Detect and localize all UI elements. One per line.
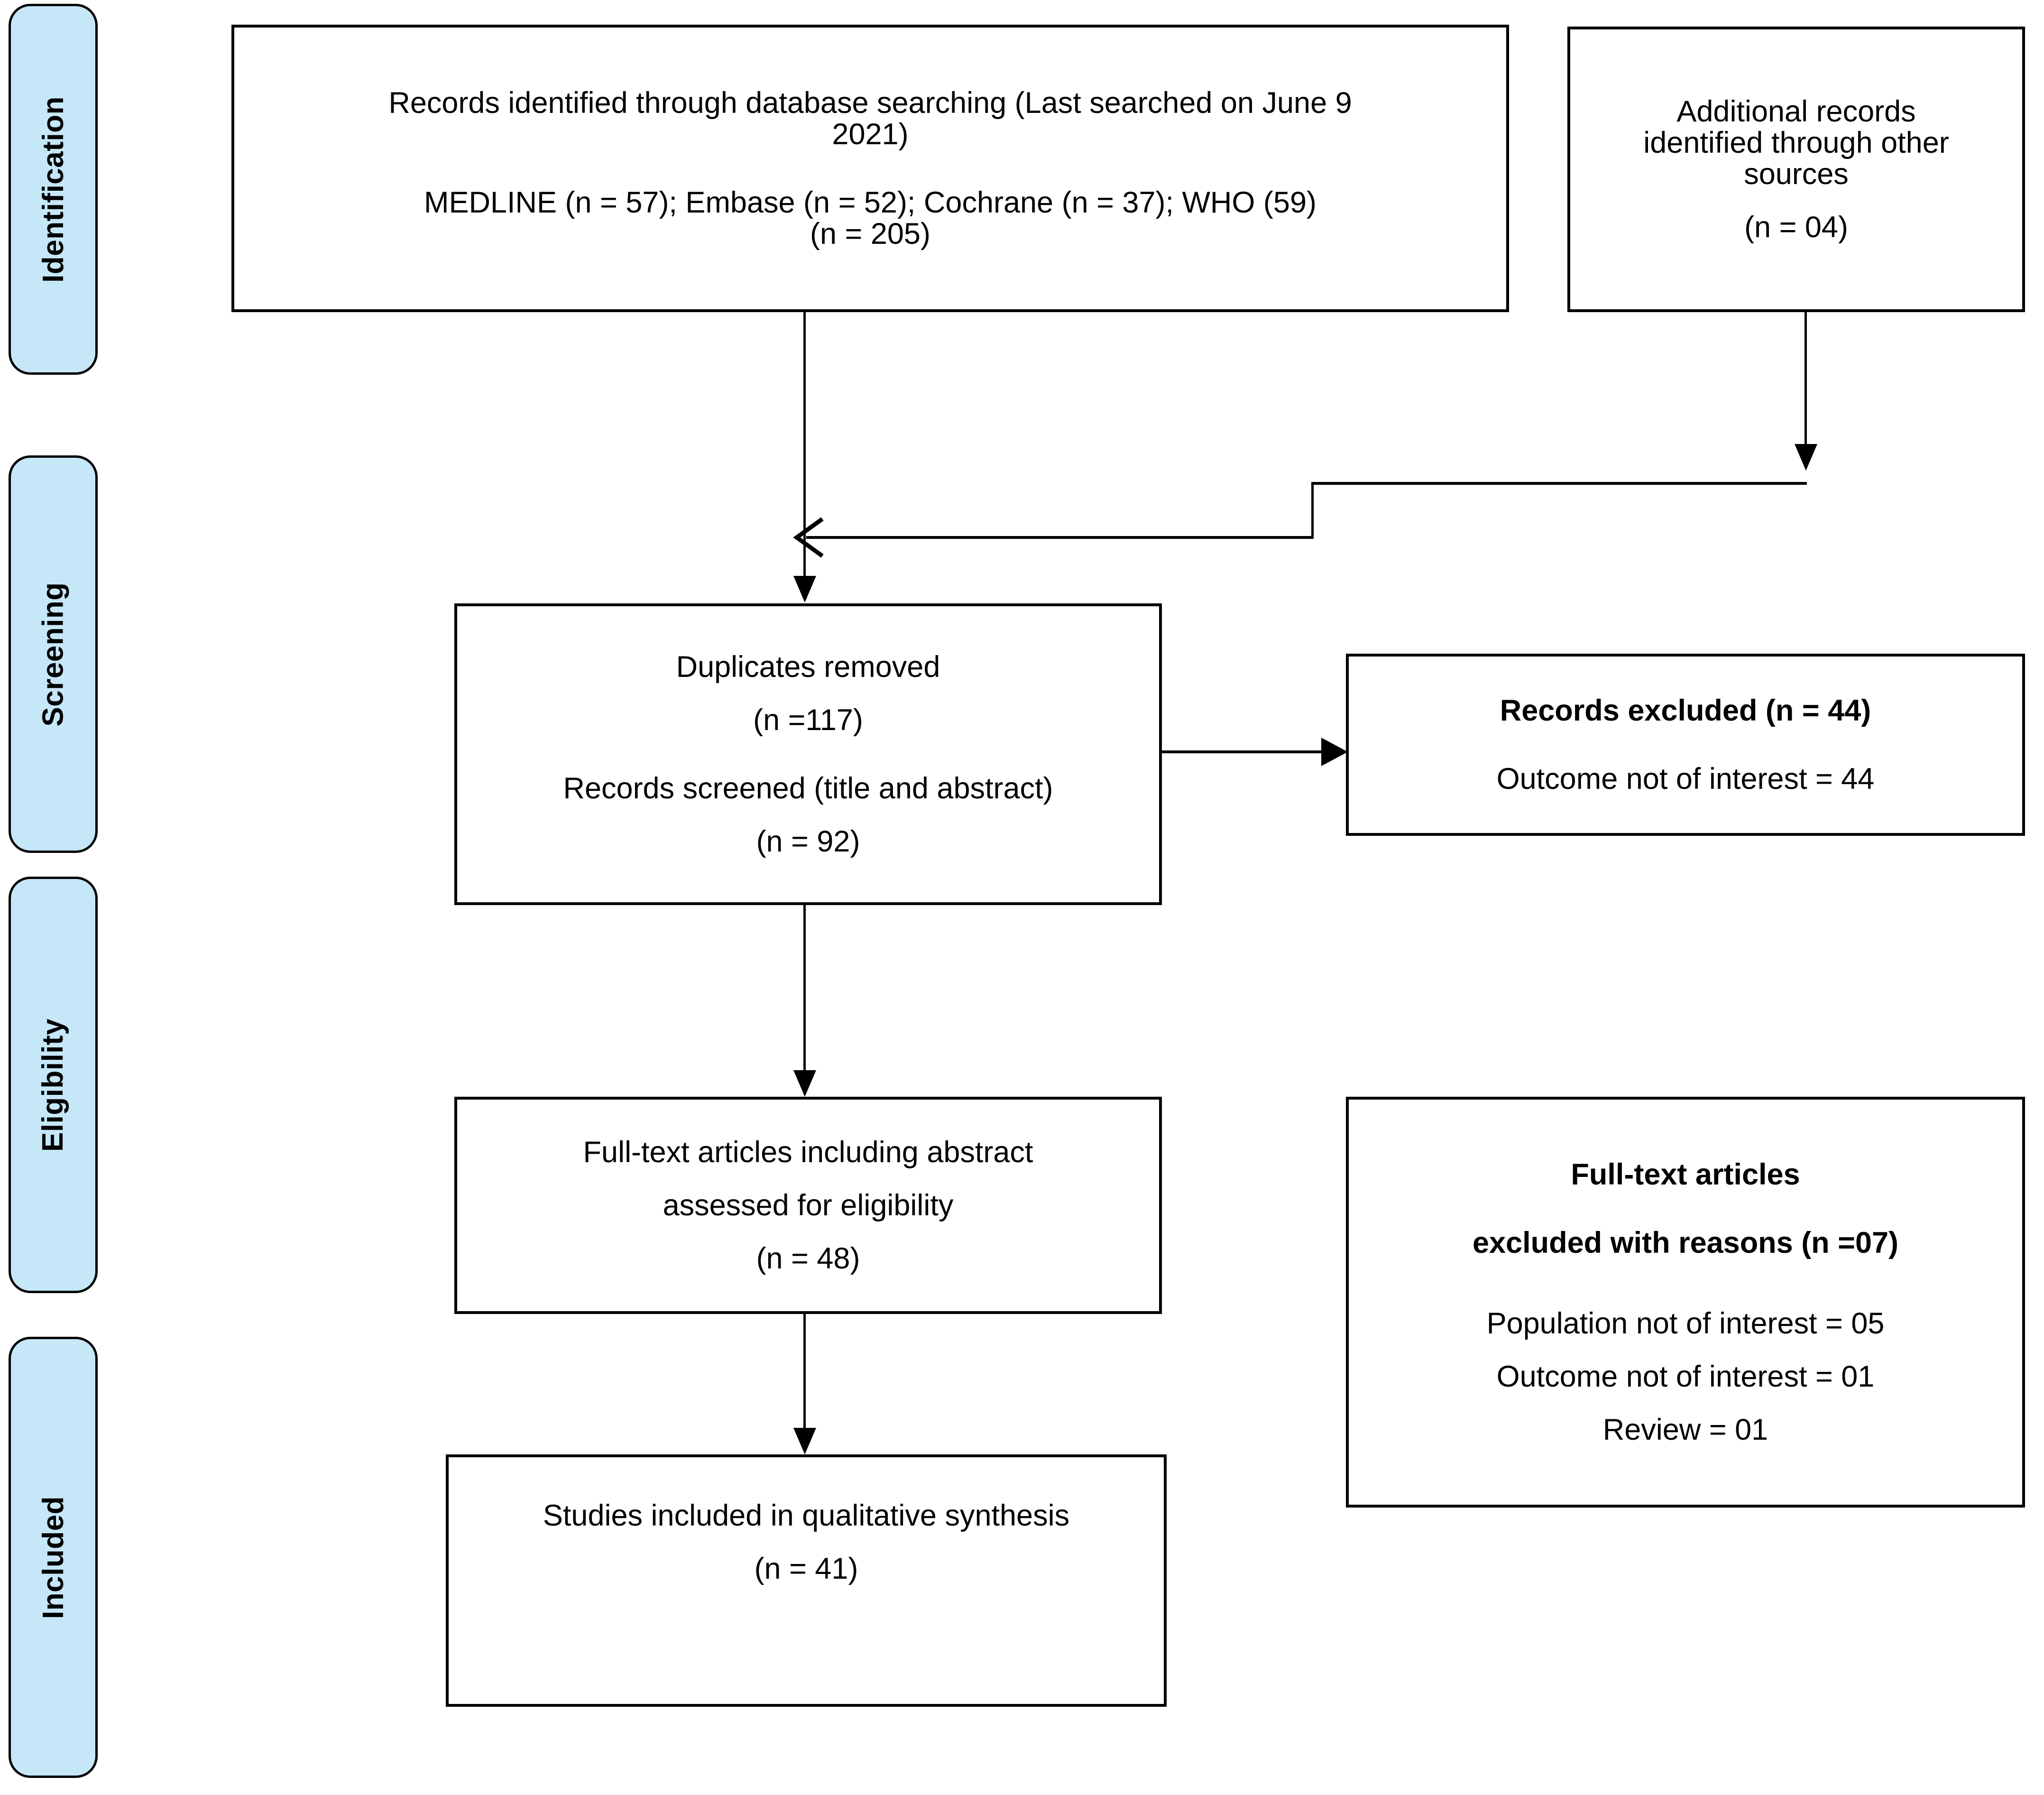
records-identified-line-3: MEDLINE (n = 57); Embase (n = 52); Cochr… xyxy=(424,186,1317,219)
phase-screening-label: Screening xyxy=(37,582,70,727)
box-fulltext-assessed: Full-text articles including abstract as… xyxy=(454,1097,1162,1314)
arrowhead-additional-down xyxy=(1795,444,1817,471)
records-screened-count: (n = 92) xyxy=(756,825,860,859)
fulltext-assessed-count: (n = 48) xyxy=(756,1242,860,1276)
connector-eligibility-to-included xyxy=(803,1314,806,1428)
arrowhead-identified-to-screening xyxy=(793,576,816,602)
connector-additional-step-top xyxy=(1311,482,1807,485)
records-excluded-heading: Records excluded (n = 44) xyxy=(1500,694,1871,727)
connector-screened-to-excluded xyxy=(1162,750,1323,753)
phase-eligibility: Eligibility xyxy=(9,877,98,1293)
additional-records-line-3: sources xyxy=(1744,157,1849,191)
studies-included-label: Studies included in qualitative synthesi… xyxy=(543,1499,1070,1532)
box-additional-records: Additional records identified through ot… xyxy=(1567,27,2025,312)
fulltext-assessed-line-1: Full-text articles including abstract xyxy=(583,1135,1033,1169)
duplicates-removed-count: (n =117) xyxy=(753,703,863,737)
fulltext-excluded-reason-1: Population not of interest = 05 xyxy=(1486,1306,1885,1340)
connector-screening-to-eligibility xyxy=(803,905,806,1070)
fulltext-excluded-reason-3: Review = 01 xyxy=(1602,1413,1768,1447)
additional-records-line-2: identified through other xyxy=(1643,126,1949,159)
fulltext-excluded-reason-2: Outcome not of interest = 01 xyxy=(1496,1360,1875,1394)
connector-additional-down xyxy=(1805,312,1807,444)
arrowhead-screened-to-excluded xyxy=(1321,738,1348,766)
additional-records-line-1: Additional records xyxy=(1676,94,1916,128)
records-identified-line-1: Records identified through database sear… xyxy=(388,86,1352,120)
box-fulltext-excluded: Full-text articles excluded with reasons… xyxy=(1346,1097,2025,1508)
phase-identification: Identification xyxy=(9,4,98,375)
box-studies-included: Studies included in qualitative synthesi… xyxy=(446,1454,1167,1707)
phase-screening: Screening xyxy=(9,455,98,853)
phase-eligibility-label: Eligibility xyxy=(37,1018,70,1152)
arrowhead-additional-into-spine xyxy=(793,517,824,558)
box-duplicates-and-screened: Duplicates removed (n =117) Records scre… xyxy=(454,603,1162,905)
box-records-excluded: Records excluded (n = 44) Outcome not of… xyxy=(1346,654,2025,836)
additional-records-line-4: (n = 04) xyxy=(1744,211,1848,244)
records-identified-line-4: (n = 205) xyxy=(810,217,930,251)
arrowhead-screening-to-eligibility xyxy=(793,1070,816,1097)
studies-included-count: (n = 41) xyxy=(754,1552,858,1586)
fulltext-assessed-line-2: assessed for eligibility xyxy=(663,1188,954,1222)
records-identified-line-2: 2021) xyxy=(832,117,909,151)
connector-additional-step-bottom xyxy=(806,536,1314,539)
connector-additional-step-vertical xyxy=(1311,482,1314,538)
phase-identification-label: Identification xyxy=(37,96,70,283)
duplicates-removed-label: Duplicates removed xyxy=(676,650,940,684)
records-excluded-reason-1: Outcome not of interest = 44 xyxy=(1496,762,1875,796)
phase-included-label: Included xyxy=(37,1496,70,1619)
box-records-identified: Records identified through database sear… xyxy=(231,25,1509,312)
phase-included: Included xyxy=(9,1337,98,1778)
fulltext-excluded-heading-line-1: Full-text articles xyxy=(1571,1157,1800,1191)
records-screened-label: Records screened (title and abstract) xyxy=(563,772,1053,805)
fulltext-excluded-heading-line-2: excluded with reasons (n =07) xyxy=(1472,1226,1899,1259)
connector-identified-to-screening xyxy=(803,312,806,576)
arrowhead-eligibility-to-included xyxy=(793,1428,816,1454)
